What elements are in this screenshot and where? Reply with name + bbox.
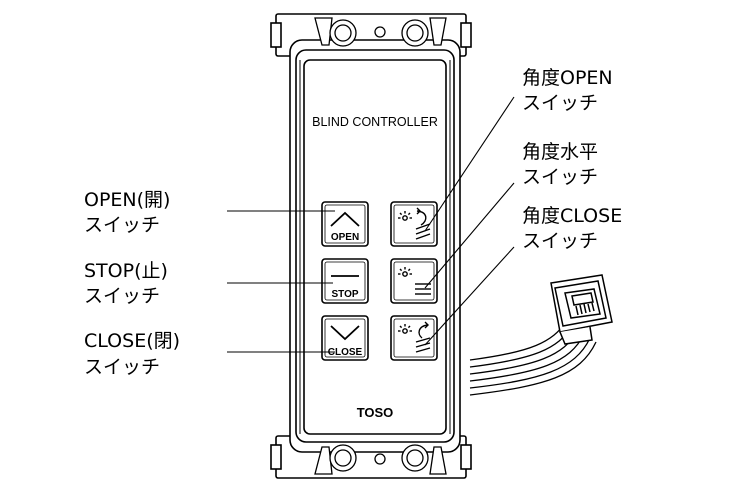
frame-edges: [299, 60, 451, 434]
chevron-down-icon: [330, 325, 360, 341]
close-button[interactable]: CLOSE: [321, 315, 369, 361]
device-header: BLIND CONTROLLER: [312, 115, 438, 129]
angle-open-callout-title: 角度OPEN: [522, 67, 613, 89]
stop-button[interactable]: STOP: [321, 258, 369, 304]
close-button-label: CLOSE: [328, 347, 363, 358]
open-button[interactable]: OPEN: [321, 201, 369, 247]
cable: [469, 321, 597, 396]
angle-open-callout-sub: スイッチ: [522, 92, 598, 114]
angle-close-callout-title: 角度CLOSE: [522, 205, 622, 227]
angle-open-icon: [398, 207, 431, 240]
stop-button-label: STOP: [331, 289, 358, 300]
leader-lines: [227, 96, 515, 353]
screw-mounts-top: [314, 17, 447, 47]
angle-open-button[interactable]: [390, 201, 438, 247]
angle-close-callout-sub: スイッチ: [522, 230, 598, 252]
stop-callout-title: STOP(止): [84, 260, 168, 282]
angle-close-button[interactable]: [390, 315, 438, 361]
open-callout-sub: スイッチ: [84, 214, 160, 236]
open-callout-title: OPEN(開): [84, 189, 170, 211]
close-callout-sub: スイッチ: [84, 356, 160, 378]
angle-level-callout-sub: スイッチ: [522, 166, 598, 188]
brand-logo: TOSO: [357, 405, 394, 420]
stop-callout-sub: スイッチ: [84, 285, 160, 307]
angle-level-button[interactable]: [390, 258, 438, 304]
screw-mounts-bottom: [314, 444, 447, 475]
close-callout-title: CLOSE(閉): [84, 330, 180, 352]
open-button-label: OPEN: [331, 232, 359, 243]
angle-level-callout-title: 角度水平: [522, 141, 598, 163]
rj-connector-icon: [550, 274, 613, 345]
angle-close-icon: [398, 321, 431, 353]
chevron-up-icon: [330, 211, 360, 227]
